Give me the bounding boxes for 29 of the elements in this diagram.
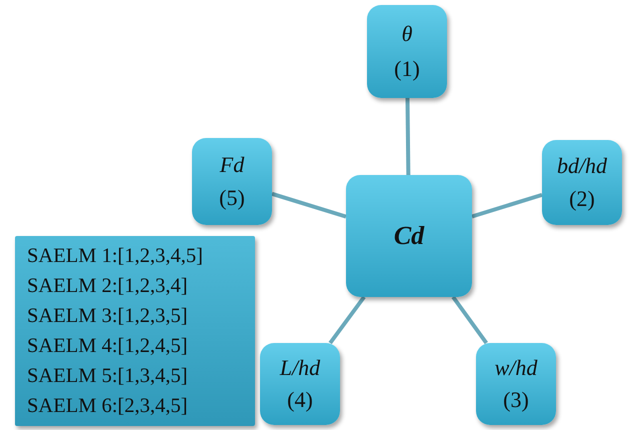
parameter-box bbox=[192, 138, 272, 225]
variable-number: (3) bbox=[503, 387, 529, 413]
model-input-set: SAELM 4:[1,2,4,5] bbox=[27, 334, 188, 359]
model-input-set: SAELM 3:[1,2,3,5] bbox=[27, 304, 188, 329]
model-input-set: SAELM 1:[1,2,3,4,5] bbox=[27, 244, 203, 269]
variable-label: bd/hd bbox=[556, 153, 608, 179]
model-input-set: SAELM 2:[1,2,3,4] bbox=[27, 274, 188, 299]
variable-number: (4) bbox=[287, 387, 313, 413]
variable-label: w/hd bbox=[494, 355, 538, 381]
variable-label: θ bbox=[402, 20, 412, 47]
model-list-panel bbox=[15, 236, 255, 426]
variable-label: Fd bbox=[220, 152, 244, 178]
connector-line bbox=[451, 296, 488, 344]
variable-number: (2) bbox=[569, 186, 595, 212]
parameter-box bbox=[367, 5, 447, 98]
model-input-set: SAELM 5:[1,3,4,5] bbox=[27, 364, 188, 389]
parameter-box bbox=[260, 343, 340, 425]
output-box bbox=[346, 175, 472, 297]
parameter-box bbox=[542, 140, 622, 225]
model-input-set: SAELM 6:[2,3,4,5] bbox=[27, 394, 188, 419]
variable-label: Cd bbox=[394, 221, 424, 251]
connector-line bbox=[406, 98, 410, 176]
variable-number: (1) bbox=[394, 56, 420, 82]
variable-label: L/hd bbox=[280, 355, 320, 381]
connector-line bbox=[328, 296, 366, 344]
parameter-box bbox=[476, 343, 556, 425]
connector-line bbox=[271, 192, 347, 219]
variable-number: (5) bbox=[219, 185, 245, 212]
connector-line bbox=[471, 192, 543, 218]
